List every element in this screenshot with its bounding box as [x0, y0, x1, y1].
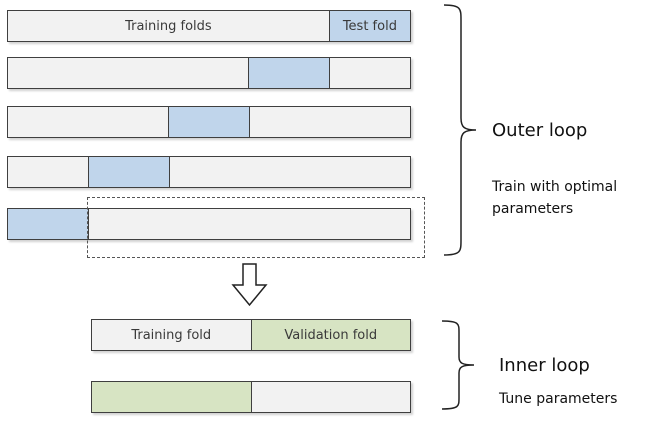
- outer-loop-title: Outer loop: [492, 120, 588, 141]
- outer-fold-row-4: [7, 156, 411, 188]
- inner-validation-fold-segment: [92, 382, 251, 412]
- outer-loop-description-line-2: parameters: [492, 201, 574, 217]
- outer-training-fold-segment: [8, 157, 88, 187]
- inner-loop-brace: [441, 320, 475, 410]
- down-arrow-icon: [231, 263, 268, 307]
- outer-loop-description: Train with optimal parameters: [492, 176, 617, 220]
- outer-test-fold-segment: [8, 209, 89, 239]
- outer-training-fold-segment: [8, 58, 248, 88]
- outer-training-fold-segment: [88, 209, 410, 239]
- outer-training-fold-segment: [8, 107, 168, 137]
- inner-loop-title: Inner loop: [499, 355, 590, 376]
- outer-loop-brace: [443, 4, 477, 256]
- outer-training-fold-segment: [329, 58, 410, 88]
- inner-fold-row-2: [91, 381, 411, 413]
- outer-loop-description-line-1: Train with optimal: [492, 179, 618, 195]
- outer-fold-row-3: [7, 106, 411, 138]
- outer-fold-row-5: [7, 208, 411, 240]
- selected-training-region: [87, 197, 425, 258]
- outer-fold-row-2: [7, 57, 411, 89]
- outer-test-fold-segment: [248, 58, 329, 88]
- outer-training-fold-segment: [169, 157, 410, 187]
- outer-test-fold-segment: Test fold: [328, 11, 410, 41]
- outer-training-fold-segment: Training folds: [8, 11, 329, 41]
- inner-loop-description: Tune parameters: [499, 391, 618, 407]
- outer-test-fold-segment: [168, 107, 249, 137]
- inner-training-fold-segment: [250, 382, 410, 412]
- outer-test-fold-segment: [88, 157, 169, 187]
- inner-training-fold-segment: Training fold: [92, 320, 251, 350]
- inner-validation-fold-segment: Validation fold: [250, 320, 410, 350]
- outer-training-fold-segment: [249, 107, 410, 137]
